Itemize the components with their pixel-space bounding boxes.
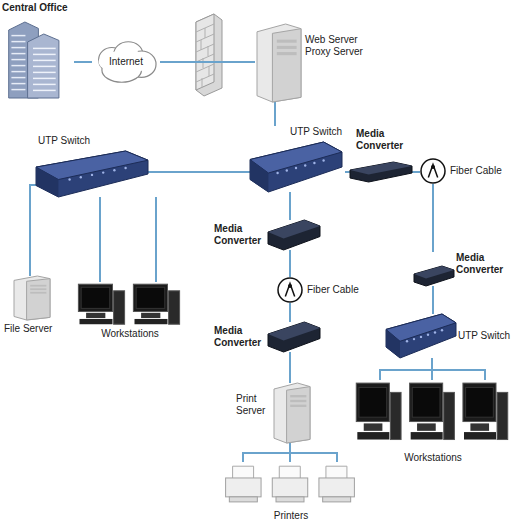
device-node: Media Converter (414, 252, 514, 286)
device-node: Web Server Proxy Server (255, 22, 377, 102)
device-label: Internet (92, 56, 160, 68)
device-node: Print Server (236, 383, 312, 443)
device-label: Web Server Proxy Server (305, 34, 375, 58)
building-icon (6, 18, 60, 98)
device-node: Workstations (74, 282, 186, 341)
network-link (289, 352, 291, 383)
network-link (432, 184, 434, 252)
printers-icon (220, 462, 360, 504)
device-node: UTP Switch (36, 135, 148, 197)
network-link (74, 61, 92, 63)
device-node: Printers (220, 462, 362, 524)
device-label: UTP Switch (290, 126, 342, 138)
branch-wires (156, 197, 485, 462)
device-label: Fiber Cable (450, 165, 502, 177)
device-label: UTP Switch (38, 135, 90, 147)
network-link (274, 102, 276, 126)
device-node: Media Converter (214, 220, 320, 250)
device-label: Media Converter (456, 252, 512, 276)
device-label: Media Converter (214, 325, 266, 349)
network-link (30, 185, 36, 276)
monitors-icon (74, 282, 184, 326)
conv-icon (268, 220, 320, 250)
device-node: Fiber Cable (420, 158, 512, 184)
switch-icon (386, 314, 456, 358)
device-node: UTP Switch (250, 126, 345, 192)
monitors-icon (352, 380, 512, 442)
network-link (345, 171, 350, 173)
server-icon (14, 276, 50, 320)
device-label: Workstations (352, 452, 514, 464)
device-node: Central Office (2, 2, 74, 100)
device-label: Printers (220, 510, 362, 522)
device-label: Print Server (236, 393, 272, 417)
conv-icon (350, 162, 412, 182)
network-link (289, 192, 291, 220)
network-link (412, 171, 420, 173)
device-label: UTP Switch (458, 330, 510, 342)
network-link (160, 61, 255, 63)
conv-icon (268, 322, 320, 352)
network-link (289, 250, 291, 277)
switch-icon (250, 142, 342, 192)
network-link (431, 358, 433, 380)
conv-icon (414, 266, 454, 286)
device-label: Central Office (2, 2, 68, 14)
device-label: Workstations (74, 328, 186, 340)
fiber-icon (420, 158, 446, 184)
device-node: Media Converter (350, 128, 412, 182)
network-link (289, 443, 291, 462)
device-node: Internet (92, 40, 160, 84)
firewall-icon (196, 14, 222, 96)
network-link (289, 303, 291, 322)
server-icon (257, 24, 301, 102)
device-node: Media Converter (214, 322, 320, 352)
device-label: Media Converter (356, 128, 410, 152)
switch-icon (36, 151, 148, 197)
device-label: Media Converter (214, 223, 266, 247)
network-link (432, 286, 434, 314)
device-node: Fiber Cable (277, 277, 369, 303)
device-node: File Server (4, 276, 74, 336)
server-icon (274, 383, 310, 443)
device-node: Workstations (352, 380, 514, 470)
network-link (148, 171, 250, 173)
device-label: Fiber Cable (307, 284, 359, 296)
device-node: UTP Switch (386, 314, 513, 358)
device-label: File Server (4, 323, 52, 335)
network-link (99, 197, 101, 282)
fiber-icon (277, 277, 303, 303)
